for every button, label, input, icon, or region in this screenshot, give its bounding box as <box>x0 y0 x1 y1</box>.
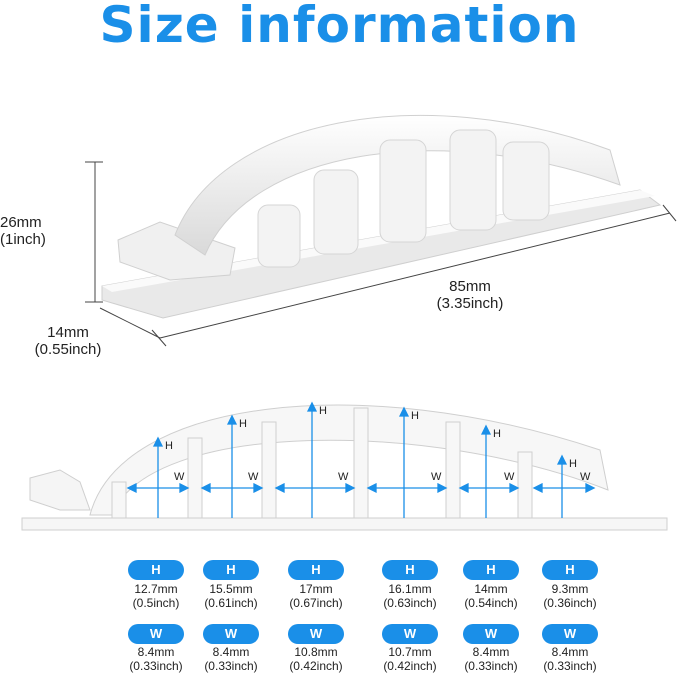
h-spec: 15.5mm(0.61inch) <box>204 582 258 610</box>
diagram-h-label: H <box>411 410 419 422</box>
w-spec: 8.4mm(0.33inch) <box>204 645 258 673</box>
height-inch: (1inch) <box>0 231 46 248</box>
w-badge: W <box>382 624 438 644</box>
w-spec: 10.7mm(0.42inch) <box>383 645 437 673</box>
h-spec: 16.1mm(0.63inch) <box>383 582 437 610</box>
diagram-h-label: H <box>165 440 173 452</box>
diagram-h-label: H <box>493 428 501 440</box>
w-badge: W <box>288 624 344 644</box>
w-badge: W <box>203 624 259 644</box>
page-title: Size information <box>99 0 580 54</box>
length-inch: (3.35inch) <box>436 295 504 312</box>
h-spec: 14mm(0.54inch) <box>464 582 518 610</box>
h-spec: 9.3mm(0.36inch) <box>543 582 597 610</box>
diagram-w-label: W <box>338 471 349 483</box>
depth-mm: 14mm <box>47 324 89 341</box>
w-badge: W <box>128 624 184 644</box>
diagram-w-label: W <box>248 471 259 483</box>
h-spec: 12.7mm(0.5inch) <box>132 582 180 610</box>
length-mm: 85mm <box>449 278 491 295</box>
height-dimension: 26mm (1inch) <box>0 214 80 248</box>
w-badge: W <box>542 624 598 644</box>
depth-inch: (0.55inch) <box>34 341 102 358</box>
diagram-h-label: H <box>239 418 247 430</box>
h-badge: H <box>542 560 598 580</box>
w-spec: 10.8mm(0.42inch) <box>289 645 343 673</box>
diagram-w-label: W <box>174 471 185 483</box>
h-badge: H <box>128 560 184 580</box>
w-badge: W <box>463 624 519 644</box>
w-spec: 8.4mm(0.33inch) <box>129 645 183 673</box>
w-spec: 8.4mm(0.33inch) <box>543 645 597 673</box>
diagram-w-label: W <box>431 471 442 483</box>
diagram-w-label: W <box>580 471 591 483</box>
depth-dimension: 14mm (0.55inch) <box>18 324 118 358</box>
h-badge: H <box>463 560 519 580</box>
diagram-h-label: H <box>319 405 327 417</box>
h-badge: H <box>203 560 259 580</box>
h-spec: 17mm(0.67inch) <box>289 582 343 610</box>
h-badge: H <box>288 560 344 580</box>
length-dimension: 85mm (3.35inch) <box>420 278 520 312</box>
diagram-h-label: H <box>569 458 577 470</box>
w-spec: 8.4mm(0.33inch) <box>464 645 518 673</box>
h-badge: H <box>382 560 438 580</box>
diagram-w-label: W <box>504 471 515 483</box>
height-mm: 26mm <box>0 214 42 231</box>
